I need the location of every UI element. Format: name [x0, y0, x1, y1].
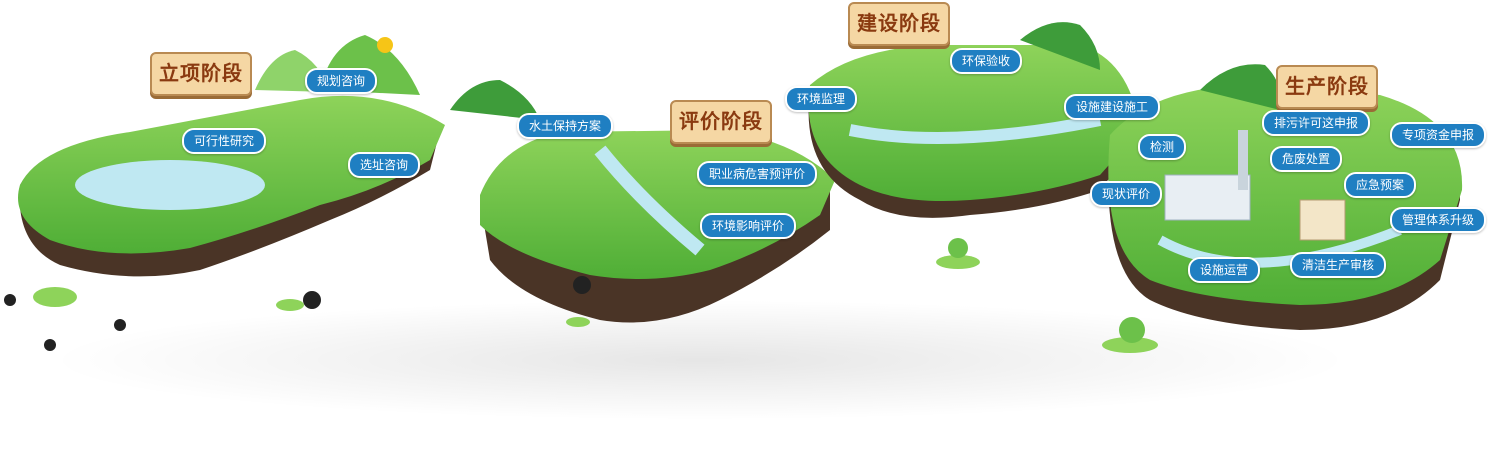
tag-sheshijianshe[interactable]: 设施建设施工	[1064, 94, 1161, 120]
tag-huanjingjianli[interactable]: 环境监理	[785, 86, 858, 112]
tag-yingji[interactable]: 应急预案	[1344, 172, 1417, 198]
island-lixiang	[18, 35, 445, 277]
tag-huanjingyingxiang[interactable]: 环境影响评价	[700, 213, 797, 239]
stage-sign-pingjia[interactable]: 评价阶段	[670, 100, 772, 144]
tag-huanbaoyanshou[interactable]: 环保验收	[950, 48, 1023, 74]
tag-xianzhuang[interactable]: 现状评价	[1090, 181, 1163, 207]
tag-guihua[interactable]: 规划咨询	[305, 68, 378, 94]
tag-sheshiyunying[interactable]: 设施运营	[1188, 257, 1261, 283]
tag-weifei[interactable]: 危废处置	[1270, 146, 1343, 172]
lily-pad-icons	[33, 287, 590, 327]
stage-sign-jianshe[interactable]: 建设阶段	[848, 2, 950, 46]
tag-xuanzhi[interactable]: 选址咨询	[348, 152, 421, 178]
tag-zhuanxiang[interactable]: 专项资金申报	[1390, 122, 1487, 148]
tag-guanli[interactable]: 管理体系升级	[1390, 207, 1487, 233]
island-jianshe	[808, 22, 1140, 218]
tag-kexingxing[interactable]: 可行性研究	[182, 128, 267, 154]
frog-icons	[936, 238, 1158, 353]
tag-paiwu[interactable]: 排污许可这申报	[1262, 110, 1371, 136]
stage-sign-shengchan[interactable]: 生产阶段	[1276, 65, 1378, 109]
tag-shuitu[interactable]: 水土保持方案	[517, 113, 614, 139]
stage-sign-lixiang[interactable]: 立项阶段	[150, 52, 252, 96]
tag-zhiye[interactable]: 职业病危害预评价	[697, 161, 818, 187]
island-pingjia	[450, 80, 835, 323]
tag-qingjie[interactable]: 清洁生产审核	[1290, 252, 1387, 278]
tag-jiance[interactable]: 检测	[1138, 134, 1187, 160]
tadpole-icons	[4, 276, 591, 351]
